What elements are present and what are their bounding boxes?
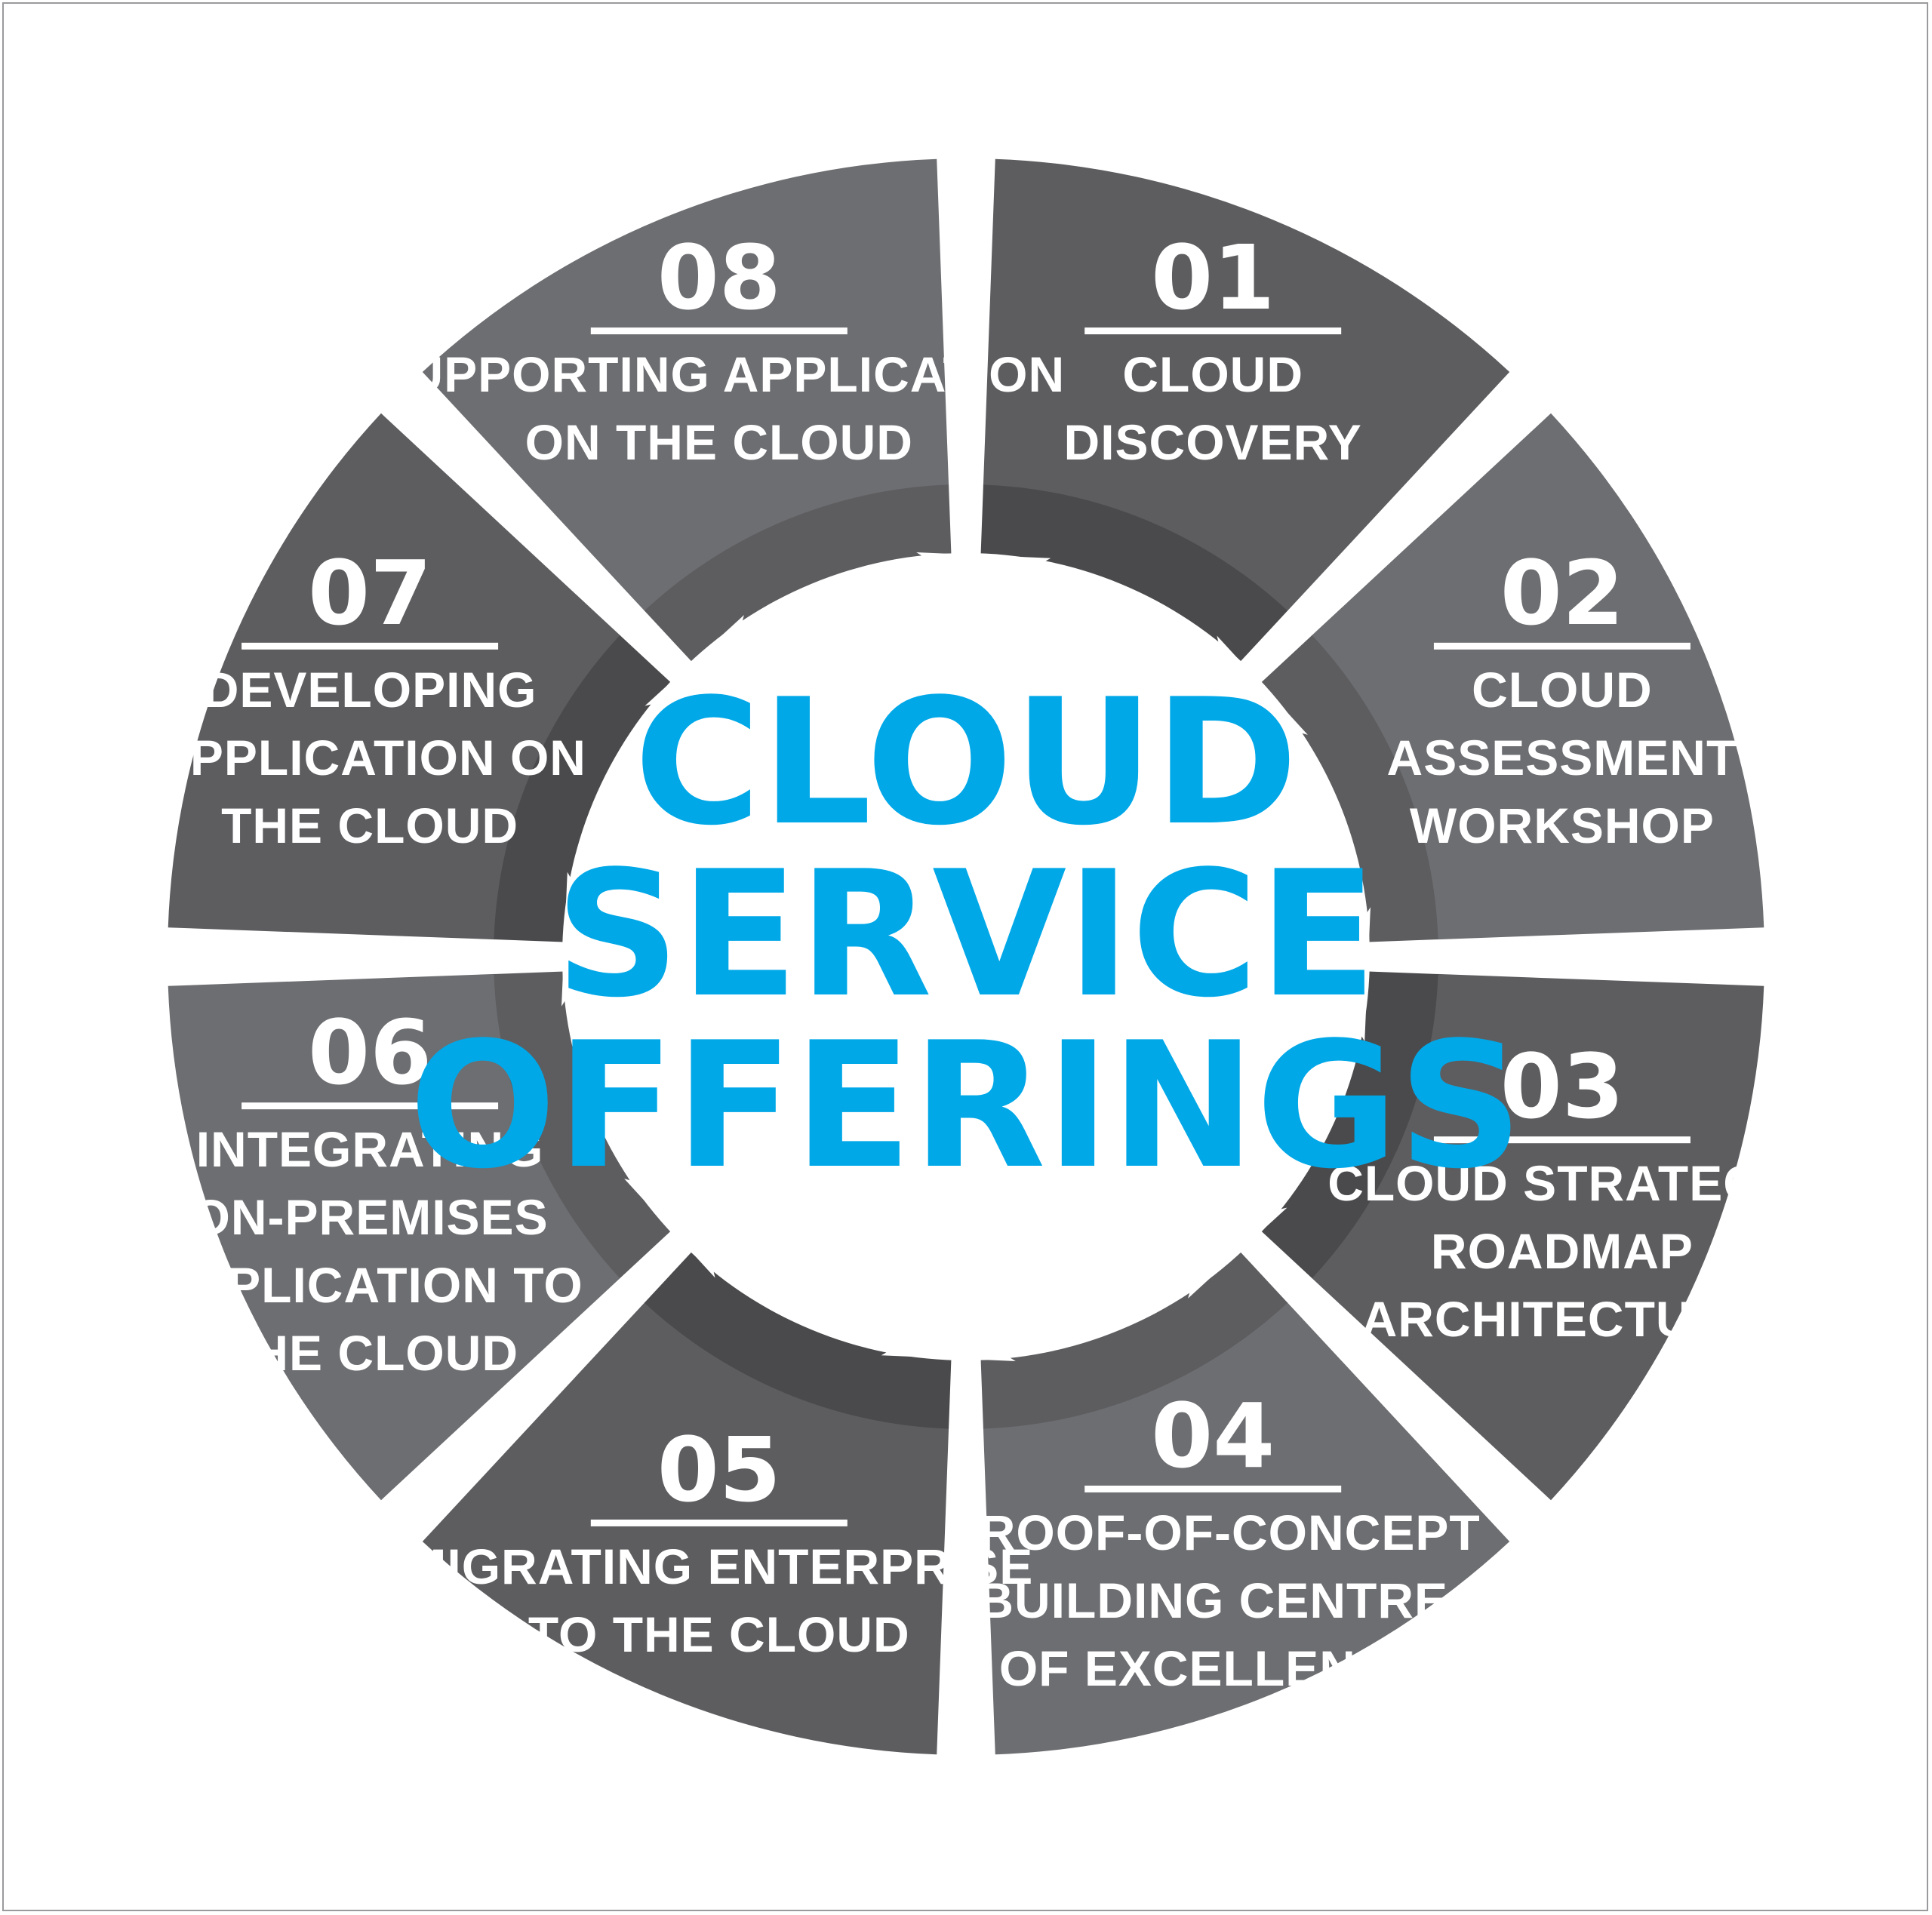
segment-number: 03 [1500, 1034, 1624, 1139]
segment-02-inner-ring [1260, 635, 1438, 942]
segment-08-inner-ring [644, 484, 952, 662]
segment-text-line: INTEGRATING [196, 1121, 544, 1177]
segment-01 [983, 158, 1510, 612]
segment-04-inner-ring [980, 1251, 1288, 1429]
cycle-arrow-notch [561, 871, 605, 1007]
segment-text-line: CLOUD [1472, 662, 1653, 718]
cycle-arrow-notch [881, 1318, 1016, 1361]
cycle-arrow-notch [916, 552, 1051, 595]
center-title-line: CLOUD [634, 662, 1298, 864]
segment-08 [422, 158, 949, 612]
segment-text-line: THE CLOUD [221, 1325, 518, 1381]
segment-divider-line [242, 642, 499, 650]
segment-07 [168, 413, 621, 940]
segment-divider-line [242, 1102, 499, 1110]
segment-text-line: BUILDING CENTRE [977, 1572, 1448, 1628]
segment-03-inner-ring [1260, 971, 1438, 1279]
segment-divider-line [1084, 327, 1342, 335]
cycle-arrow-notch [1327, 907, 1371, 1042]
cycle-arrow-notch [624, 1179, 715, 1278]
segment-text-line: PROOF-OF-CONCEPT [946, 1505, 1481, 1560]
segment-text-line: ON THE CLOUD [525, 414, 913, 470]
segment-text-line: CLOUD STRATEGY [1327, 1155, 1796, 1211]
segment-07-inner-ring [494, 635, 672, 942]
segment-text-line: ARCHITECTURE [1361, 1291, 1764, 1347]
segment-02 [1311, 413, 1764, 940]
center-title-line: SERVICE [555, 835, 1377, 1036]
segment-text-line: ON-PREMISES [192, 1189, 549, 1245]
cycle-arrow-notch [645, 615, 744, 706]
segment-divider-line [590, 1519, 848, 1526]
segment-number: 05 [657, 1418, 781, 1522]
segment-text-line: SUPPORTING APPLICATION [373, 346, 1065, 402]
cycle-arrow-notch [1188, 1207, 1287, 1299]
segment-number: 08 [657, 226, 781, 330]
segment-text-line: APPLICATION ON [153, 730, 586, 785]
segment-number: 04 [1151, 1384, 1275, 1488]
segment-05-inner-ring [644, 1251, 952, 1429]
segment-divider-line [590, 327, 848, 335]
segment-number: 02 [1500, 541, 1624, 645]
center-circle [562, 553, 1370, 1360]
segment-text-line: DISCOVERY [1064, 414, 1362, 470]
segment-text-line: MIGRATING ENTERPRISE [405, 1538, 1033, 1594]
segment-number: 06 [308, 1001, 432, 1105]
segment-05 [422, 1302, 949, 1755]
segment-text-line: OF EXCELLENCE [999, 1640, 1427, 1696]
segment-text-line: CLOUD [1122, 346, 1303, 402]
segment-text-line: DEVELOPING [203, 662, 537, 718]
segment-01-inner-ring [980, 484, 1288, 662]
center-title-line: OFFERINGS [409, 1006, 1523, 1207]
segment-text-line: APPLICATION TO [156, 1257, 583, 1313]
segment-06-inner-ring [494, 971, 672, 1279]
segment-text-line: THE CLOUD [221, 798, 518, 853]
segment-04 [983, 1302, 1510, 1755]
segment-divider-line [1084, 1485, 1342, 1492]
segment-03 [1311, 973, 1764, 1501]
segment-text-line: WORKSHOP [1410, 798, 1715, 853]
segment-text-line: ASSESSMENT [1387, 730, 1738, 785]
segment-text-line: TO THE CLOUD [528, 1606, 910, 1662]
cycle-arrow-notch [1217, 635, 1308, 735]
segment-number: 07 [308, 541, 432, 645]
segment-text-line: ROADMAP [1431, 1223, 1694, 1279]
segment-divider-line [1433, 642, 1690, 650]
segment-divider-line [1433, 1136, 1690, 1144]
segment-number: 01 [1151, 226, 1275, 330]
